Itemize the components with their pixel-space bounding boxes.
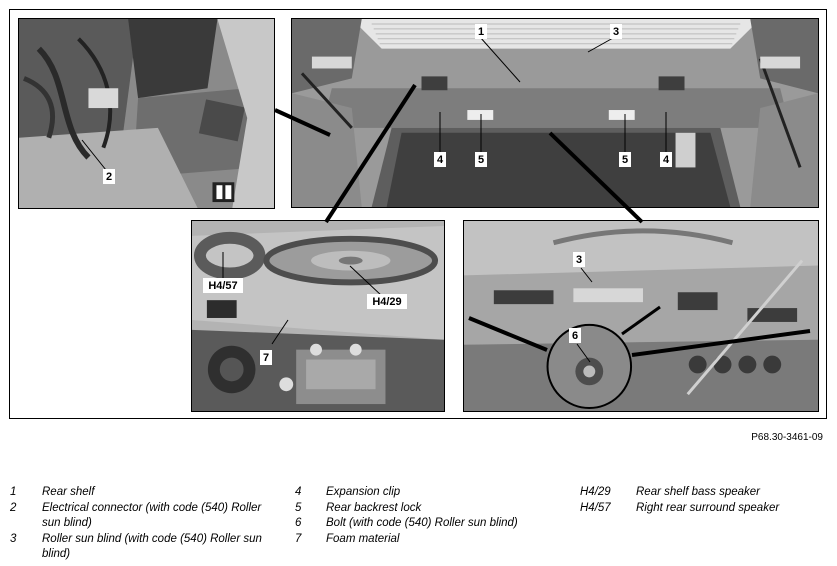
legend-number: 5 — [295, 501, 302, 514]
legend-text: Rear shelf bass speaker — [636, 486, 761, 498]
legend-text: Electrical connector (with code (540) Ro… — [42, 501, 262, 530]
legend-item: 3 Roller sun blind (with code (540) Roll… — [10, 532, 272, 563]
legend-number: H4/29 — [580, 486, 611, 498]
legend-text: Roller sun blind (with code (540) Roller… — [42, 532, 262, 561]
legend-text: Right rear surround speaker — [636, 501, 780, 514]
figure-frame: 2 1 3 4 5 5 4 H4/57 H4/29 7 3 6 — [9, 9, 827, 419]
legend-number: 2 — [10, 501, 17, 514]
legend-item: H4/29 Rear shelf bass speaker — [580, 485, 779, 501]
photo-electrical-connector — [18, 18, 275, 209]
photo-rear-shelf-overview — [291, 18, 819, 208]
legend-number: H4/57 — [580, 501, 611, 514]
figure-reference-code: P68.30-3461-09 — [751, 432, 823, 443]
legend-number: 7 — [295, 532, 302, 545]
legend-column-2: 4 Expansion clip 5 Rear backrest lock 6 … — [295, 485, 518, 547]
legend-item: 1 Rear shelf — [10, 485, 272, 501]
legend-item: 7 Foam material — [295, 532, 518, 548]
legend-text: Bolt (with code (540) Roller sun blind) — [326, 517, 518, 529]
legend-column-3: H4/29 Rear shelf bass speaker H4/57 Righ… — [580, 485, 779, 516]
legend-item: H4/57 Right rear surround speaker — [580, 501, 779, 517]
legend-item: 6 Bolt (with code (540) Roller sun blind… — [295, 516, 518, 532]
legend-item: 5 Rear backrest lock — [295, 501, 518, 517]
legend-number: 3 — [10, 532, 17, 545]
legend-number: 6 — [295, 517, 302, 529]
legend-text: Rear backrest lock — [326, 501, 422, 514]
legend-text: Foam material — [326, 532, 400, 545]
legend-number: 1 — [10, 486, 17, 498]
legend-text: Expansion clip — [326, 486, 401, 498]
legend-item: 4 Expansion clip — [295, 485, 518, 501]
photo-bass-speaker — [191, 220, 445, 412]
photo-roller-blind-bolt — [463, 220, 819, 412]
legend-number: 4 — [295, 486, 302, 498]
legend-text: Rear shelf — [42, 486, 95, 498]
legend-column-1: 1 Rear shelf 2 Electrical connector (wit… — [10, 485, 272, 563]
legend-item: 2 Electrical connector (with code (540) … — [10, 501, 272, 532]
